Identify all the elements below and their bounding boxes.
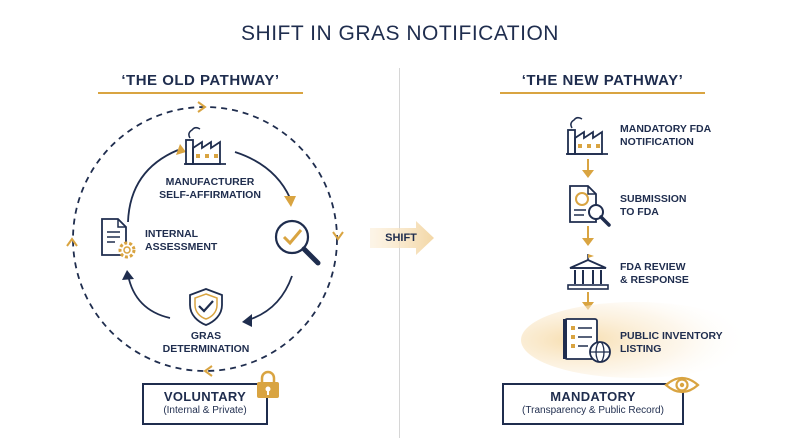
factory-icon — [566, 116, 608, 155]
mandatory-box: MANDATORY (Transparency & Public Record) — [502, 383, 684, 425]
label-line-2: LISTING — [620, 343, 662, 355]
voluntary-box: VOLUNTARY (Internal & Private) — [142, 383, 268, 425]
voluntary-label: VOLUNTARY — [163, 389, 247, 404]
page-title: SHIFT IN GRAS NOTIFICATION — [241, 22, 559, 45]
government-building-icon — [567, 254, 609, 290]
shield-check-icon — [189, 288, 223, 326]
gras-determination-label: GRAS DETERMINATION — [150, 330, 262, 356]
shift-label: SHIFT — [385, 232, 417, 244]
mandatory-sublabel: (Transparency & Public Record) — [522, 405, 664, 416]
manufacturer-self-affirmation-label: MANUFACTURER SELF-AFFIRMATION — [159, 176, 261, 201]
label-line-2: NOTIFICATION — [620, 136, 694, 148]
label-line-1: SUBMISSION — [620, 193, 687, 205]
public-inventory-listing-label: PUBLIC INVENTORY LISTING — [620, 330, 750, 356]
mandatory-label: MANDATORY — [550, 389, 636, 404]
document-gear-icon — [101, 218, 136, 259]
label-line-2: TO FDA — [620, 206, 659, 218]
padlock-icon — [257, 370, 279, 398]
old-pathway-heading: ‘THE OLD PATHWAY’ — [121, 72, 280, 89]
submission-to-fda-label: SUBMISSION TO FDA — [620, 193, 750, 219]
column-divider — [399, 68, 400, 438]
fda-review-response-label: FDA REVIEW & RESPONSE — [620, 261, 750, 287]
mandatory-fda-notification-label: MANDATORY FDA NOTIFICATION — [620, 123, 750, 149]
label-line-2: & RESPONSE — [620, 274, 689, 286]
magnifier-check-icon — [274, 219, 321, 266]
label-line-1: PUBLIC INVENTORY — [620, 330, 723, 342]
document-magnifier-icon — [569, 185, 611, 227]
list-globe-icon — [563, 318, 611, 363]
old-pathway-underline — [98, 92, 303, 94]
gras-determination-text: GRAS DETERMINATION — [162, 330, 250, 355]
internal-assessment-label: INTERNAL ASSESSMENT — [145, 228, 218, 253]
shift-arrow — [370, 221, 434, 255]
label-line-1: FDA REVIEW — [620, 261, 686, 273]
label-line-1: MANDATORY FDA — [620, 123, 712, 135]
eye-icon — [664, 376, 700, 394]
factory-icon — [184, 126, 226, 165]
new-pathway-heading: ‘THE NEW PATHWAY’ — [521, 72, 684, 89]
new-pathway-underline — [500, 92, 705, 94]
voluntary-sublabel: (Internal & Private) — [163, 405, 247, 416]
